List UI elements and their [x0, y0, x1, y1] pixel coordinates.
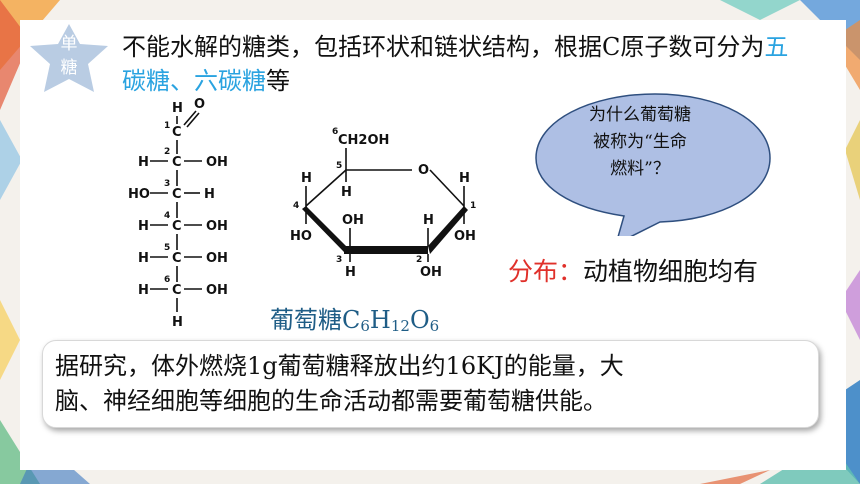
glucose-formula: 葡萄糖C6H12O6 — [270, 306, 440, 335]
question-bubble — [535, 93, 771, 236]
svg-text:H: H — [172, 101, 183, 116]
svg-text:OH: OH — [206, 251, 228, 266]
distribution-line: 分布：动植物细胞均有 — [508, 252, 758, 288]
svg-text:C: C — [172, 125, 182, 140]
svg-text:OH: OH — [206, 155, 228, 170]
svg-text:H: H — [138, 251, 149, 266]
svg-text:C: C — [172, 155, 182, 170]
svg-text:3: 3 — [164, 179, 170, 189]
svg-text:OH: OH — [454, 229, 476, 244]
svg-text:C: C — [172, 187, 182, 202]
svg-text:H: H — [138, 155, 149, 170]
svg-text:H: H — [138, 283, 149, 298]
svg-text:O: O — [418, 163, 429, 178]
svg-text:H: H — [341, 185, 352, 200]
distribution-label: 分布： — [508, 257, 584, 286]
svg-text:1: 1 — [164, 121, 170, 131]
svg-text:OH: OH — [206, 219, 228, 234]
badge-label: 单 糖 — [60, 34, 78, 78]
svg-text:6: 6 — [332, 127, 338, 137]
svg-text:HO: HO — [128, 187, 150, 202]
glucose-structures: H O 1 C H 2 C OH HO 3 C H H 4 C OH H 5 C… — [128, 97, 476, 330]
svg-text:C: C — [172, 283, 182, 298]
distribution-text: 动植物细胞均有 — [583, 257, 759, 286]
svg-text:5: 5 — [336, 161, 342, 171]
research-note-box: 据研究，体外燃烧1g葡萄糖释放出约16KJ的能量，大 脑、神经细胞等细胞的生命活… — [42, 340, 819, 428]
svg-text:OH: OH — [420, 265, 442, 280]
svg-text:O: O — [194, 97, 205, 112]
research-note-text: 据研究，体外燃烧1g葡萄糖释放出约16KJ的能量，大 脑、神经细胞等细胞的生命活… — [55, 352, 624, 415]
svg-text:5: 5 — [164, 243, 170, 253]
svg-text:H: H — [345, 265, 356, 280]
svg-text:C: C — [172, 251, 182, 266]
svg-text:4: 4 — [164, 211, 170, 221]
svg-text:HO: HO — [290, 229, 312, 244]
svg-text:3: 3 — [336, 255, 342, 265]
intro-text: 不能水解的糖类，包括环状和链状结构，根据C原子数可分为五碳糖、六碳糖等 — [122, 33, 789, 95]
svg-text:H: H — [172, 315, 183, 330]
svg-text:OH: OH — [206, 283, 228, 298]
svg-text:OH: OH — [342, 213, 364, 228]
svg-text:CH2OH: CH2OH — [338, 133, 389, 148]
svg-text:2: 2 — [164, 147, 170, 157]
sugar-types-highlight: 五碳糖、六碳糖 — [122, 33, 789, 95]
svg-text:H: H — [138, 219, 149, 234]
svg-text:H: H — [423, 213, 434, 228]
svg-text:1: 1 — [470, 201, 476, 211]
svg-text:2: 2 — [416, 255, 422, 265]
svg-text:H: H — [204, 187, 215, 202]
svg-text:H: H — [301, 171, 312, 186]
svg-text:4: 4 — [293, 201, 299, 211]
svg-text:H: H — [459, 171, 470, 186]
svg-text:C: C — [172, 219, 182, 234]
bubble-question-text: 为什么葡萄糖 被称为“生命 燃料”？ — [589, 105, 691, 179]
svg-text:6: 6 — [164, 275, 170, 285]
ring-structure: 6 CH2OH 5 O H 4 H HO 3 OH H 2 H OH 1 — [290, 127, 476, 280]
badge-shape — [30, 24, 108, 92]
chain-structure: H O 1 C H 2 C OH HO 3 C H H 4 C OH H 5 C… — [128, 97, 228, 330]
